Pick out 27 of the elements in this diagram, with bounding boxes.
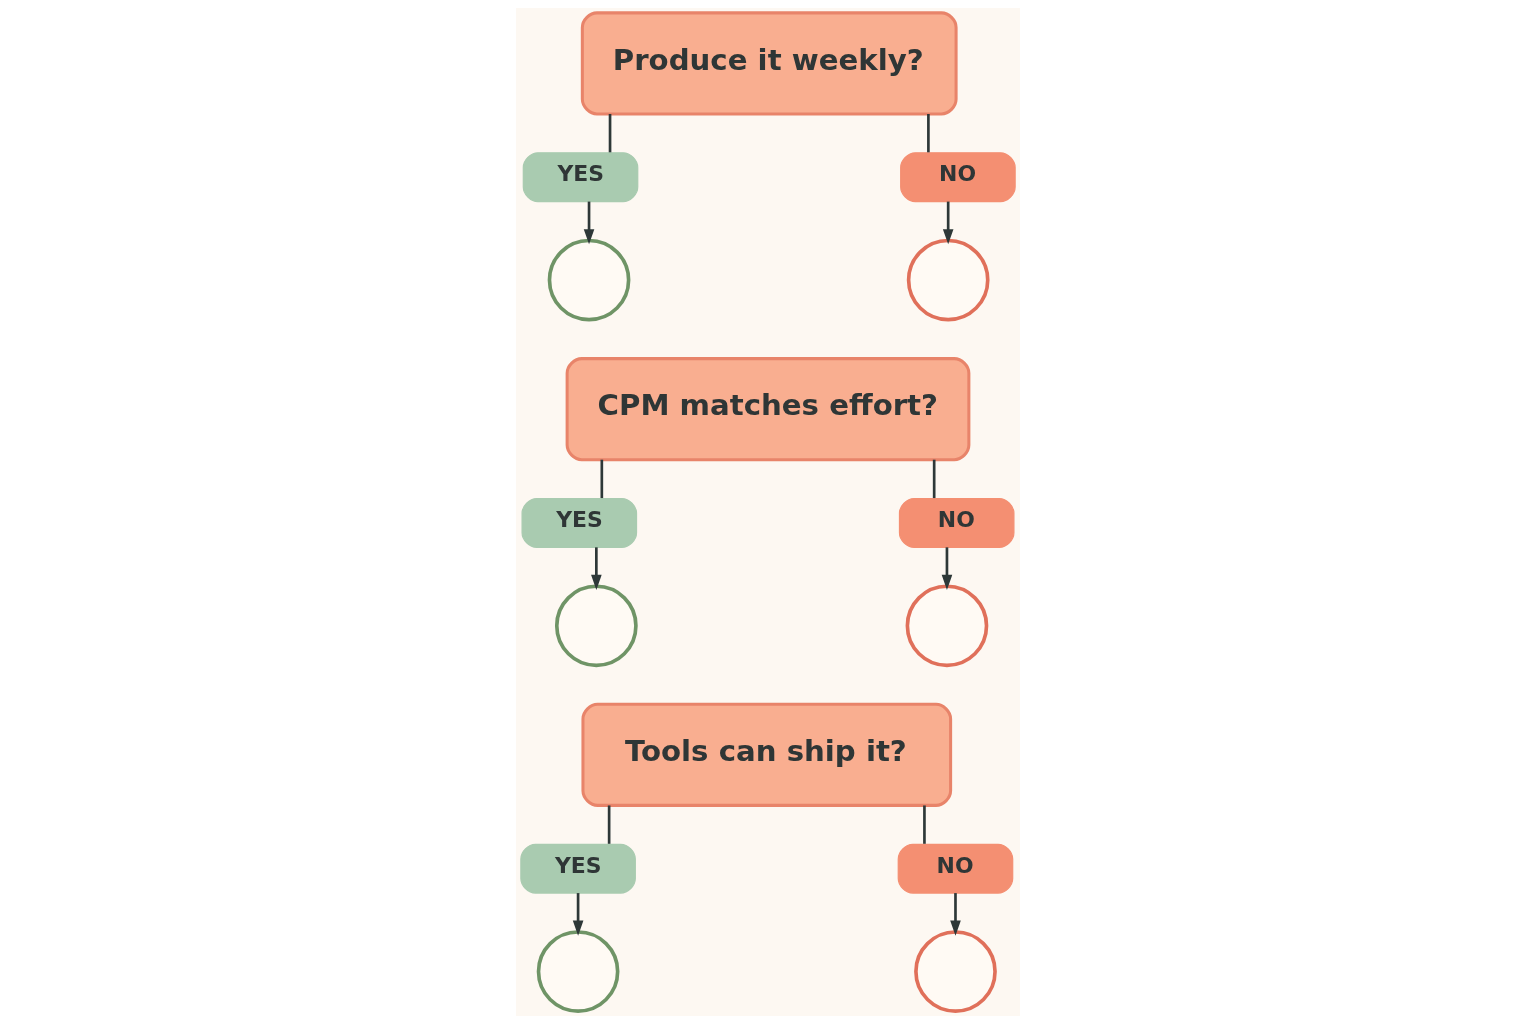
connector <box>607 805 611 844</box>
node-circle <box>554 584 638 668</box>
node-circle <box>914 930 997 1013</box>
node-box: CPM matches effort? <box>565 357 971 462</box>
node-circle <box>906 238 990 322</box>
node-box: NO <box>900 152 1016 203</box>
arrow <box>572 893 584 936</box>
node-box: Tools can ship it? <box>581 702 953 807</box>
arrow <box>950 893 961 936</box>
arrow <box>591 547 602 590</box>
connector <box>923 805 926 844</box>
arrow <box>583 201 595 245</box>
node-box: Produce it weekly? <box>580 11 958 116</box>
connector <box>927 113 930 153</box>
node-circle <box>547 238 631 322</box>
connector <box>600 459 604 499</box>
node-circle <box>905 584 989 668</box>
node-box: NO <box>898 498 1015 548</box>
node-box: YES <box>520 843 636 894</box>
node-box: NO <box>897 843 1014 894</box>
node-circle <box>536 930 620 1013</box>
arrow <box>941 547 953 590</box>
node-box: YES <box>521 498 638 548</box>
arrow <box>942 201 954 245</box>
connector <box>932 459 936 499</box>
node-box: YES <box>522 152 639 203</box>
connector <box>608 113 612 153</box>
